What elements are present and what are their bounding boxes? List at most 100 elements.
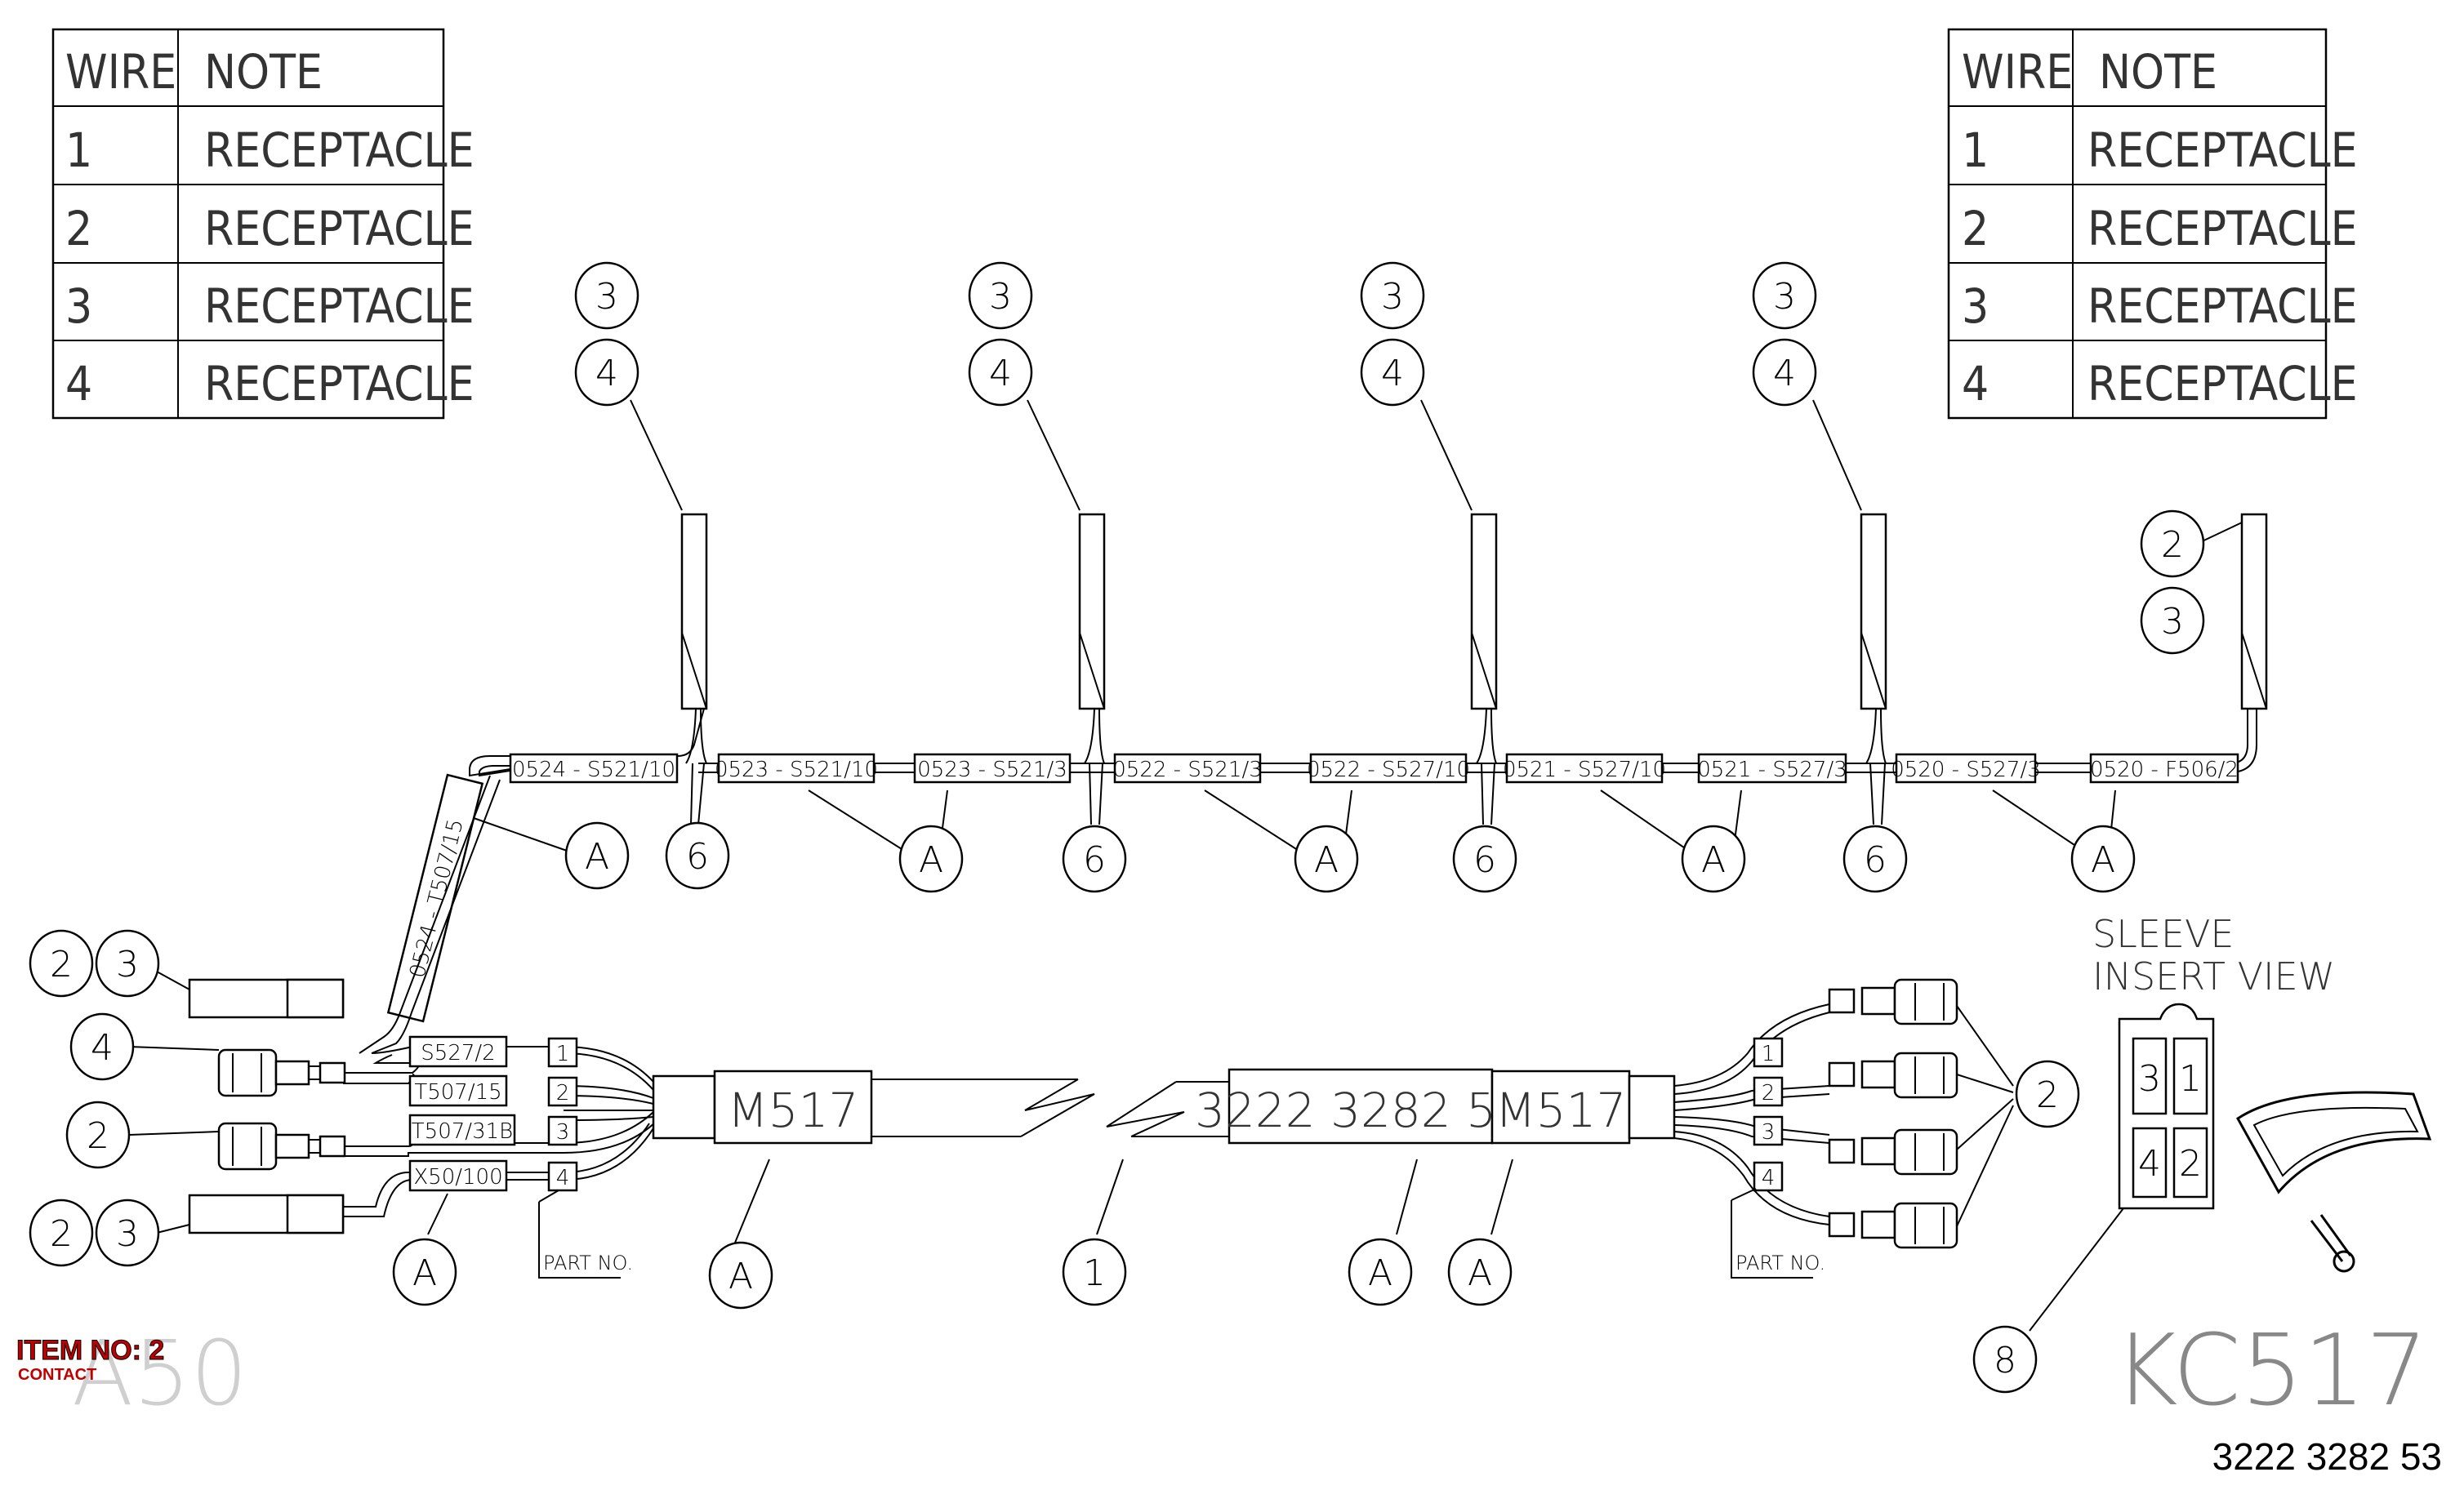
pin-number: 4	[1762, 1166, 1776, 1190]
wire-label: 0524 - S521/10	[512, 758, 675, 782]
svg-text:2: 2	[50, 944, 73, 985]
part-no-label: PART NO.	[1735, 1252, 1825, 1274]
pin-number: 4	[556, 1166, 570, 1190]
table-cell: RECEPTACLE	[204, 201, 475, 256]
terminal	[1828, 1052, 1958, 1099]
callout-bubble: 6	[1842, 825, 1908, 893]
table-cell: RECEPTACLE	[204, 356, 475, 411]
svg-text:A: A	[585, 836, 609, 878]
part-number-label: 3222 3282 53	[1195, 1083, 1526, 1138]
svg-text:3: 3	[116, 944, 139, 985]
table-cell: 4	[65, 356, 92, 411]
table-cell: RECEPTACLE	[2087, 278, 2358, 334]
table-cell: RECEPTACLE	[2087, 122, 2358, 178]
pin-number: 1	[1762, 1042, 1776, 1066]
svg-text:3: 3	[989, 276, 1012, 318]
svg-text:6: 6	[1473, 839, 1496, 881]
lower-harness: S527/2 T507/15 T507/31B X50/100 1 2 3 4 …	[188, 978, 1958, 1279]
m517-label: M517	[728, 1083, 859, 1138]
wire-label: 0520 - S527/3	[1891, 758, 2041, 782]
svg-text:A: A	[729, 1256, 753, 1297]
callout-bubble: A	[898, 825, 964, 893]
cavity-number: 3	[2138, 1058, 2161, 1100]
sleeve-title-line2: INSERT VIEW	[2092, 954, 2335, 999]
cavity-number: 4	[2138, 1143, 2161, 1185]
svg-text:A: A	[2091, 839, 2115, 881]
svg-text:4: 4	[989, 353, 1012, 394]
table-cell: 2	[1962, 201, 1989, 256]
callout-bubble: 2	[2015, 1060, 2080, 1128]
top-wire-run: 0524 - S521/10 0523 - S521/10 0523 - S52…	[359, 513, 2268, 1054]
wire-label: 0523 - S521/10	[715, 758, 878, 782]
m517-label: M517	[1495, 1083, 1627, 1138]
sleeve-insert-view: SLEEVE INSERT VIEW 3 1 4 2	[2092, 912, 2335, 1210]
wire-label: X50/100	[413, 1165, 502, 1190]
wire-label: 0521 - S527/10	[1503, 758, 1666, 782]
callout-bubble: A	[1348, 1238, 1413, 1306]
svg-text:2: 2	[2036, 1074, 2059, 1116]
table-cell: RECEPTACLE	[204, 122, 475, 178]
pin-number: 1	[556, 1042, 570, 1066]
callout-bubble: 4	[574, 338, 639, 407]
table-header-note: NOTE	[2099, 44, 2217, 100]
sleeve-title-line1: SLEEVE	[2092, 912, 2235, 956]
callout-bubble: 6	[1452, 825, 1517, 893]
table-cell: 3	[65, 278, 92, 334]
table-cell: 3	[1962, 278, 1989, 334]
svg-text:3: 3	[1381, 276, 1404, 318]
svg-text:8: 8	[1994, 1340, 2016, 1381]
callout-bubble: 2	[29, 929, 94, 998]
wiper-icon	[2236, 1091, 2432, 1273]
wire-table-left: WIRE NOTE 1 RECEPTACLE 2 RECEPTACLE 3 RE…	[51, 28, 475, 420]
table-cell: 1	[65, 122, 92, 178]
terminal	[1828, 1202, 1958, 1249]
cavity-number: 1	[2179, 1058, 2202, 1100]
svg-text:3: 3	[116, 1213, 139, 1255]
svg-text:2: 2	[2161, 524, 2184, 566]
wire-table-right: WIRE NOTE 1 RECEPTACLE 2 RECEPTACLE 3 RE…	[1947, 28, 2358, 420]
svg-text:A: A	[1368, 1252, 1392, 1294]
callout-bubble: 3	[1752, 261, 1817, 330]
wire-label: 0522 - S527/10	[1307, 758, 1470, 782]
item-stamp-subtitle: CONTACT	[18, 1366, 96, 1384]
callout-bubble: 3	[2140, 586, 2205, 655]
cavity-number: 2	[2179, 1143, 2202, 1185]
callout-bubble: 2	[65, 1101, 131, 1169]
callout-bubble: 2	[2140, 509, 2205, 578]
pin-number: 3	[1762, 1120, 1776, 1145]
wire-label: 0522 - S521/3	[1112, 758, 1263, 782]
callout-bubble: 2	[29, 1199, 94, 1267]
callout-bubble: 3	[1360, 261, 1425, 330]
terminal	[1828, 978, 1958, 1025]
table-header-note: NOTE	[204, 44, 323, 100]
wire-label: 0523 - S521/3	[917, 758, 1067, 782]
callout-bubble: A	[1447, 1238, 1513, 1306]
callout-bubble: 1	[1062, 1238, 1127, 1306]
svg-text:3: 3	[1773, 276, 1796, 318]
terminal	[1828, 1128, 1958, 1176]
table-cell: 2	[65, 201, 92, 256]
svg-text:3: 3	[2161, 601, 2184, 643]
svg-text:4: 4	[1381, 353, 1404, 394]
callout-bubble: 6	[1062, 825, 1127, 893]
svg-text:1: 1	[1083, 1252, 1106, 1294]
wire-label: S527/2	[421, 1041, 495, 1065]
callout-bubble: 4	[1752, 338, 1817, 407]
callout-bubble: A	[1681, 825, 1746, 893]
wire-label: 0520 - F506/2	[2090, 758, 2239, 782]
svg-text:A: A	[1468, 1252, 1492, 1294]
table-header-wire: WIRE	[1962, 44, 2073, 100]
callout-bubbles: 3 4 3 4 3 4 3 4 2 3 A 6 A 6 A 6 A 6 A 2 …	[29, 261, 2205, 1394]
callout-bubble: 4	[1360, 338, 1425, 407]
svg-text:6: 6	[1083, 839, 1106, 881]
callout-bubble: A	[2070, 825, 2136, 893]
pin-number: 2	[556, 1081, 570, 1105]
callout-bubble: A	[708, 1241, 773, 1310]
item-stamp: ITEM NO: 2	[16, 1335, 164, 1366]
callout-bubble: 8	[1972, 1325, 2038, 1394]
callouts	[128, 399, 2243, 1332]
callout-bubble: A	[564, 821, 630, 890]
callout-bubble: 3	[95, 1199, 160, 1267]
table-header-wire: WIRE	[65, 44, 176, 100]
